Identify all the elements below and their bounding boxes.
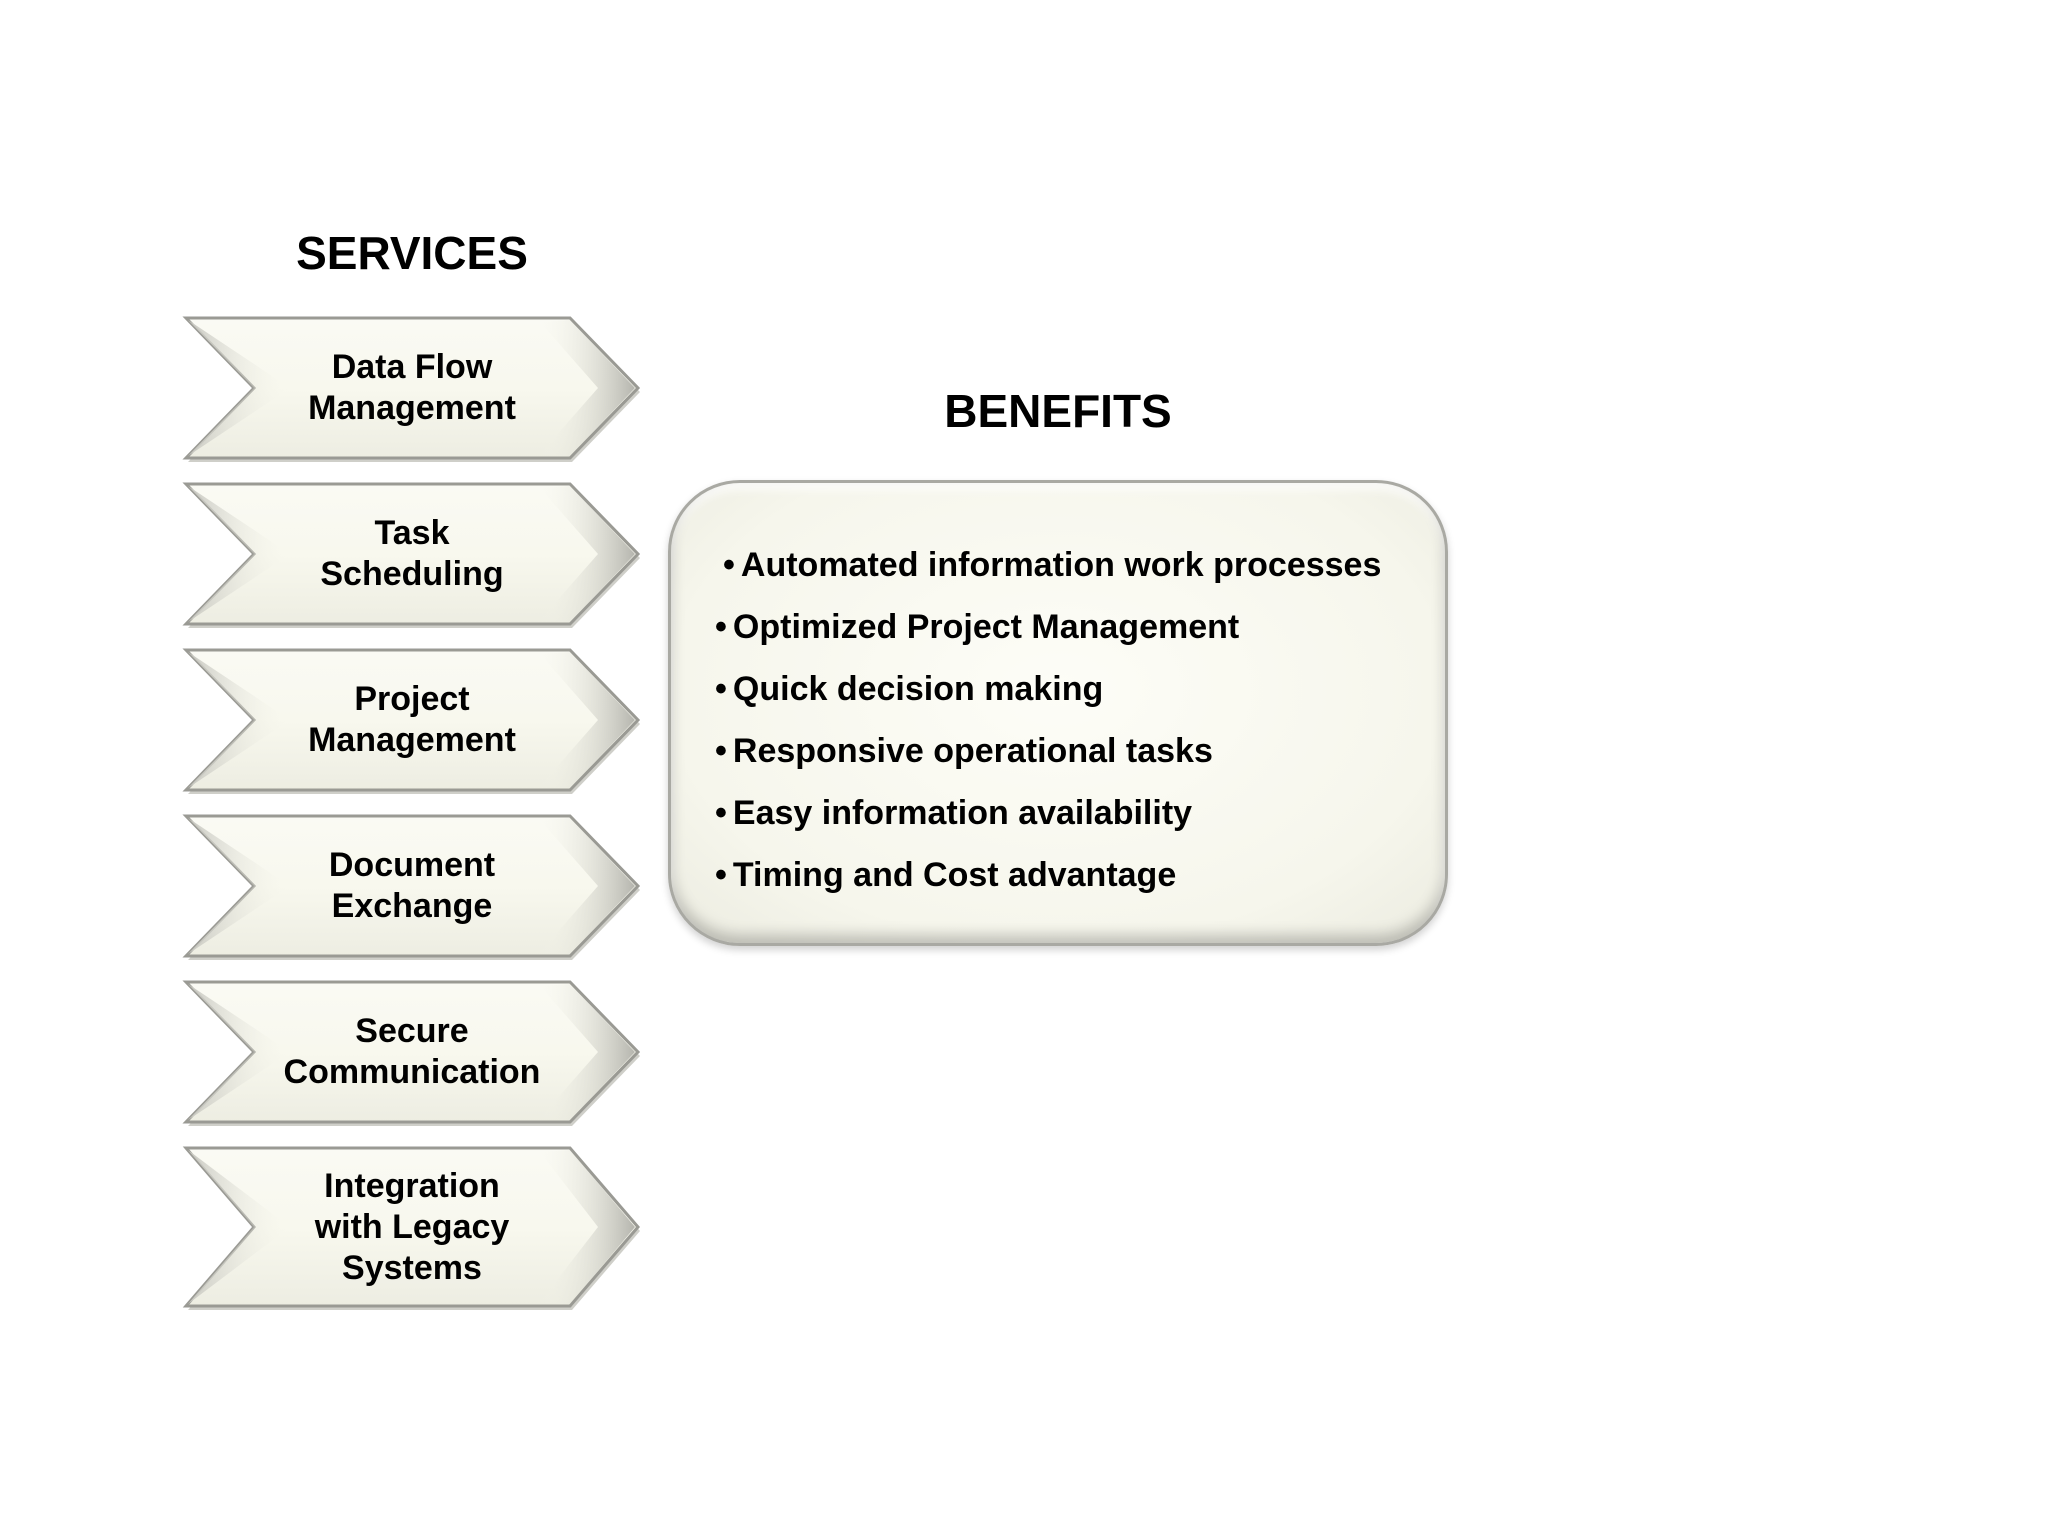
services-heading: SERVICES: [296, 227, 528, 279]
chevron-tip-bevel: [540, 320, 635, 456]
bullet-icon: •: [715, 608, 727, 646]
bullet-icon: •: [715, 856, 727, 894]
benefit-item-label: Responsive operational tasks: [732, 732, 1213, 770]
chevron-notch-bevel: [188, 652, 290, 788]
service-chevron: [182, 980, 641, 1126]
benefits-box: •Automated information work processes•Op…: [668, 480, 1448, 946]
chevron-notch-bevel: [188, 486, 290, 622]
chevron-tip-bevel: [540, 984, 635, 1120]
chevron-notch-bevel: [188, 320, 290, 456]
service-chevron: [182, 648, 641, 794]
service-chevron: [182, 814, 641, 960]
benefit-item: •Optimized Project Management: [715, 607, 1381, 647]
benefit-item-label: Automated information work processes: [740, 546, 1382, 584]
benefit-item: •Automated information work processes: [723, 545, 1381, 585]
bullet-icon: •: [723, 546, 735, 584]
benefit-item-label: Quick decision making: [732, 670, 1104, 708]
benefit-item-label: Optimized Project Management: [732, 608, 1240, 646]
benefits-heading: BENEFITS: [944, 385, 1172, 437]
benefit-item-label: Timing and Cost advantage: [732, 856, 1177, 894]
benefit-item: •Easy information availability: [715, 793, 1381, 833]
service-chevron-label: Secure Communication: [283, 1012, 541, 1091]
chevron-tip-bevel: [540, 1150, 635, 1304]
chevron-notch-bevel: [188, 818, 290, 954]
benefit-item: •Quick decision making: [715, 669, 1381, 709]
service-chevron-label: Project Management: [308, 680, 516, 759]
service-chevron: [182, 482, 641, 628]
benefit-item: •Timing and Cost advantage: [715, 855, 1381, 895]
chevron-tip-bevel: [540, 818, 635, 954]
benefits-list: •Automated information work processes•Op…: [715, 545, 1381, 917]
service-chevron: [182, 1146, 640, 1310]
service-chevron-label: Integration with Legacy Systems: [314, 1166, 510, 1287]
service-chevron: [182, 316, 641, 462]
bullet-icon: •: [715, 794, 727, 832]
benefit-item: •Responsive operational tasks: [715, 731, 1381, 771]
bullet-icon: •: [715, 670, 727, 708]
benefit-item-label: Easy information availability: [732, 794, 1193, 832]
chevron-notch-bevel: [188, 984, 290, 1120]
chevron-tip-bevel: [540, 652, 635, 788]
bullet-icon: •: [715, 732, 727, 770]
service-chevron-label: Document Exchange: [328, 846, 496, 925]
chevron-tip-bevel: [540, 486, 635, 622]
chevron-notch-bevel: [188, 1150, 290, 1304]
service-chevron-label: Data Flow Management: [308, 348, 516, 427]
service-chevron-label: Task Scheduling: [320, 514, 504, 593]
